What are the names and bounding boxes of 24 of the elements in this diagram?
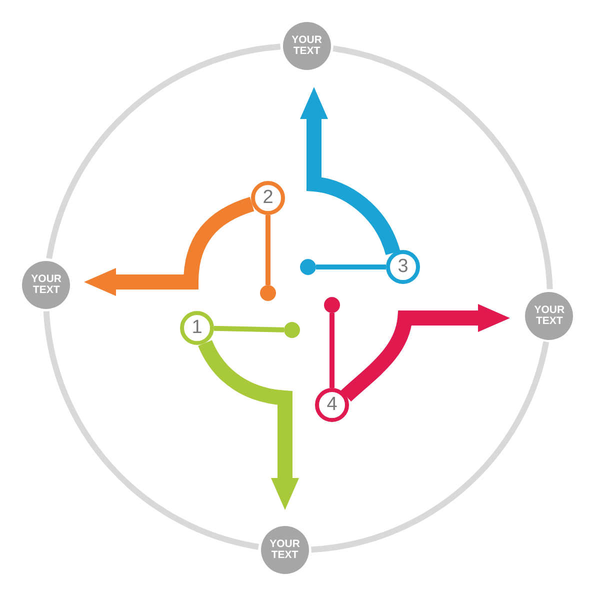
end-dot (300, 259, 316, 275)
end-dot (324, 297, 340, 313)
step-number: 4 (315, 388, 349, 422)
arrow (300, 87, 400, 256)
arrow (340, 304, 510, 402)
connector-line (214, 326, 284, 332)
step-number: 1 (180, 311, 214, 345)
text-circle: YOUR TEXT (22, 260, 70, 309)
end-dot (284, 322, 300, 338)
ring-arc (310, 341, 550, 553)
ring-arc (332, 46, 553, 290)
ring-arc (46, 44, 281, 260)
text-circle: YOUR TEXT (260, 526, 309, 574)
end-dot (260, 285, 276, 301)
connector-line (316, 264, 386, 270)
arrow (198, 340, 299, 510)
connector-line (266, 215, 270, 285)
connector-line (330, 313, 334, 388)
text-circle: YOUR TEXT (282, 22, 331, 70)
step-number: 2 (251, 181, 285, 215)
ring-arc (43, 310, 260, 550)
text-circle: YOUR TEXT (525, 292, 574, 340)
step-number: 3 (386, 250, 420, 284)
arrow (84, 196, 254, 296)
